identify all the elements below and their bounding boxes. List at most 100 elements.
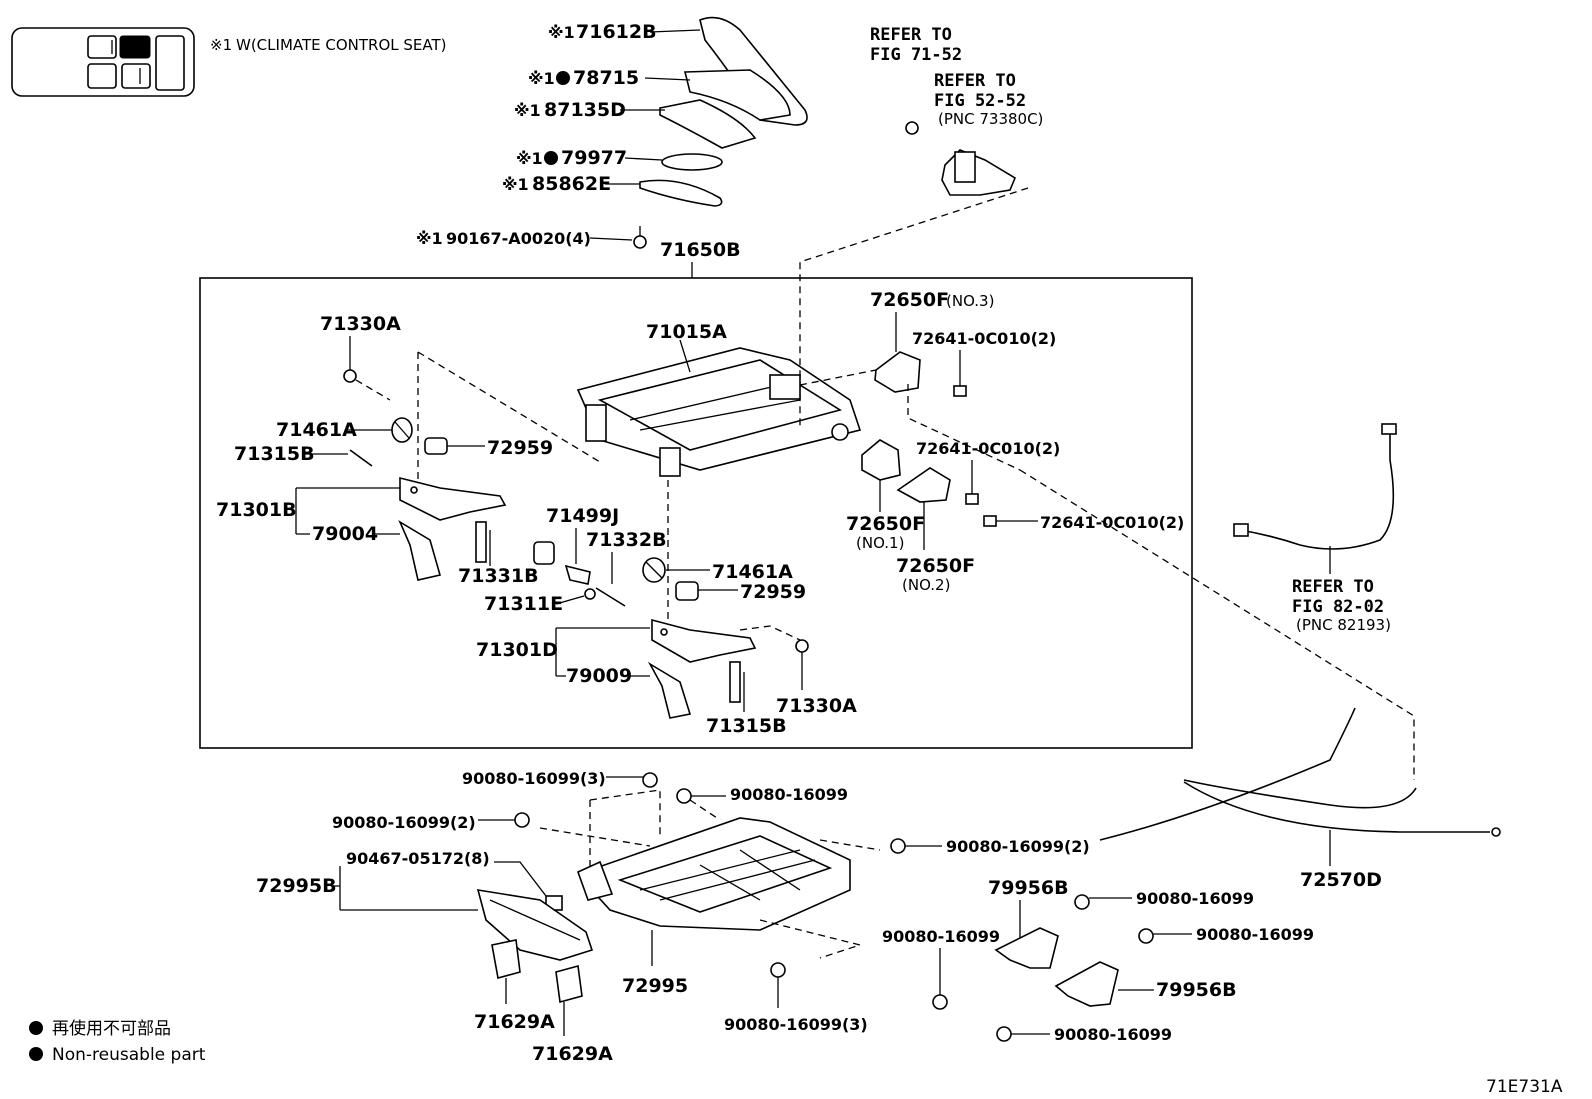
frame-assembly-box (199, 277, 1193, 749)
b90080-c-label: 90080-16099 (1196, 925, 1314, 944)
p71332b-label: 71332B (586, 529, 667, 551)
bracket-79956b-2-shape (1054, 961, 1119, 1007)
ref2-line3: (PNC 73380C) (938, 110, 1043, 128)
b90080-b-label: 90080-16099 (1136, 889, 1254, 908)
adjuster-72650f-3-shape (874, 351, 921, 393)
bolt-71331b-shape (475, 521, 487, 563)
legend-dot-1-icon (29, 1021, 43, 1035)
p71461a-1-label: 71461A (276, 419, 357, 441)
seat-base-72995-shape (576, 817, 851, 931)
p71301d-label: 71301D (476, 639, 558, 661)
p71330a-1-label: 71330A (320, 313, 401, 335)
bolt-b90080-2a-shape (514, 812, 530, 828)
bolt-72641-1-shape (953, 385, 967, 397)
b90080-2b-label: 90080-16099(2) (946, 837, 1090, 856)
trim-71629a-2-shape (555, 964, 583, 1004)
p85862e-mark: ※1 (502, 175, 529, 194)
b72570d-label: 72570D (1300, 869, 1382, 891)
bolt-b90080-b-shape (1074, 894, 1090, 910)
p90167-label: 90167-A0020(4) (446, 229, 591, 248)
b72995b-label: 72995B (256, 875, 337, 897)
p79977-label: 79977 (561, 147, 627, 169)
climate-note-mark: ※1 (210, 36, 232, 54)
ref3-line2: FIG 82-02 (1292, 597, 1384, 617)
p72650f-3-sub: (NO.3) (946, 292, 994, 310)
ref3-line3: (PNC 82193) (1296, 616, 1391, 634)
bolt-b90080-2b-shape (890, 838, 906, 854)
clip-71499j-shape (564, 564, 591, 585)
p72650f-1-sub: (NO.1) (856, 534, 904, 552)
non-reusable-icon-78715 (556, 71, 570, 85)
p72641-3-label: 72641-0C010(2) (1040, 513, 1184, 532)
p71499j-label: 71499J (546, 505, 619, 527)
bracket-71301d-shape (651, 618, 757, 663)
p78715-label: 78715 (573, 67, 639, 89)
p72959-1-label: 72959 (487, 437, 553, 459)
p72959-2-label: 72959 (740, 581, 806, 603)
b79956b-1-label: 79956B (988, 877, 1069, 899)
b90080-2a-label: 90080-16099(2) (332, 813, 476, 832)
p71331b-label: 71331B (458, 565, 539, 587)
ref-dash-line-1 (799, 187, 1029, 430)
p71315b-1-label: 71315B (234, 443, 315, 465)
p79009-label: 79009 (566, 665, 632, 687)
non-reusable-icon-79977 (544, 151, 558, 165)
b71629a-1-label: 71629A (474, 1011, 555, 1033)
b90080-a-label: 90080-16099 (730, 785, 848, 804)
track-motor-shape (905, 121, 1017, 196)
ref1-line2: FIG 71-52 (870, 45, 962, 65)
p78715-mark: ※1 (528, 69, 555, 88)
p71461a-2-label: 71461A (712, 561, 793, 583)
p79004-label: 79004 (312, 523, 378, 545)
b90467-label: 90467-05172(8) (346, 849, 490, 868)
p72650f-3-label: 72650F (870, 289, 949, 311)
p87135d-label: 87135D (544, 99, 626, 121)
bracket-71301b-shape (399, 476, 507, 521)
seal-79977-shape (661, 153, 723, 171)
ref2-line2: FIG 52-52 (934, 91, 1026, 111)
screw-90167-shape (633, 226, 647, 249)
wire-harness-shape (1233, 423, 1397, 550)
spring-71461a-2-shape (642, 557, 666, 583)
p72650f-1-label: 72650F (846, 513, 925, 535)
bolt-b90080-c-shape (1138, 928, 1154, 944)
b72995-label: 72995 (622, 975, 688, 997)
bolt-b90080-3a-shape (642, 772, 658, 788)
b90080-e-label: 90080-16099 (1054, 1025, 1172, 1044)
pin-71311e-shape (584, 588, 596, 600)
cap-72959-2-shape (675, 581, 699, 601)
legend-text-en: Non-reusable part (52, 1045, 206, 1065)
p79977-mark: ※1 (516, 149, 543, 168)
bushing-shape (533, 541, 555, 565)
pad-78715-shape (683, 69, 791, 121)
legend-dot-2-icon (29, 1047, 43, 1061)
spring-71461a-1-shape (391, 417, 413, 443)
legend-text-ja: 再使用不可部品 (52, 1018, 171, 1039)
seat-position-icon (11, 27, 195, 97)
p71315b-2-label: 71315B (706, 715, 787, 737)
bolt-71330a-2-shape (795, 639, 809, 653)
b71629a-2-label: 71629A (532, 1043, 613, 1065)
bolt-72641-2-shape (965, 493, 979, 505)
bracket-79956b-1-shape (994, 927, 1059, 969)
ref1-line1: REFER TO (870, 25, 952, 45)
lever-79004-shape (398, 520, 442, 581)
p71311e-label: 71311E (484, 593, 563, 615)
b79956b-2-label: 79956B (1156, 979, 1237, 1001)
bolt-b90080-e-shape (996, 1026, 1012, 1042)
p72650f-2-label: 72650F (896, 555, 975, 577)
b90080-3b-label: 90080-16099(3) (724, 1015, 868, 1034)
p72641-2-label: 72641-0C010(2) (916, 439, 1060, 458)
p71612b-label: 71612B (576, 21, 657, 43)
p72641-1-label: 72641-0C010(2) (912, 329, 1056, 348)
cable-72570d-shape (1099, 707, 1501, 841)
trim-71629a-1-shape (491, 939, 521, 980)
p71330a-2-label: 71330A (776, 695, 857, 717)
b90080-3a-label: 90080-16099(3) (462, 769, 606, 788)
p87135d-mark: ※1 (514, 101, 541, 120)
ref-dash-line-2 (1019, 469, 1415, 780)
top-cushion-parts (589, 16, 808, 249)
ref3-line1: REFER TO (1292, 577, 1374, 597)
p71015a-label: 71015A (646, 321, 727, 343)
blower-85862e-shape (639, 179, 723, 207)
